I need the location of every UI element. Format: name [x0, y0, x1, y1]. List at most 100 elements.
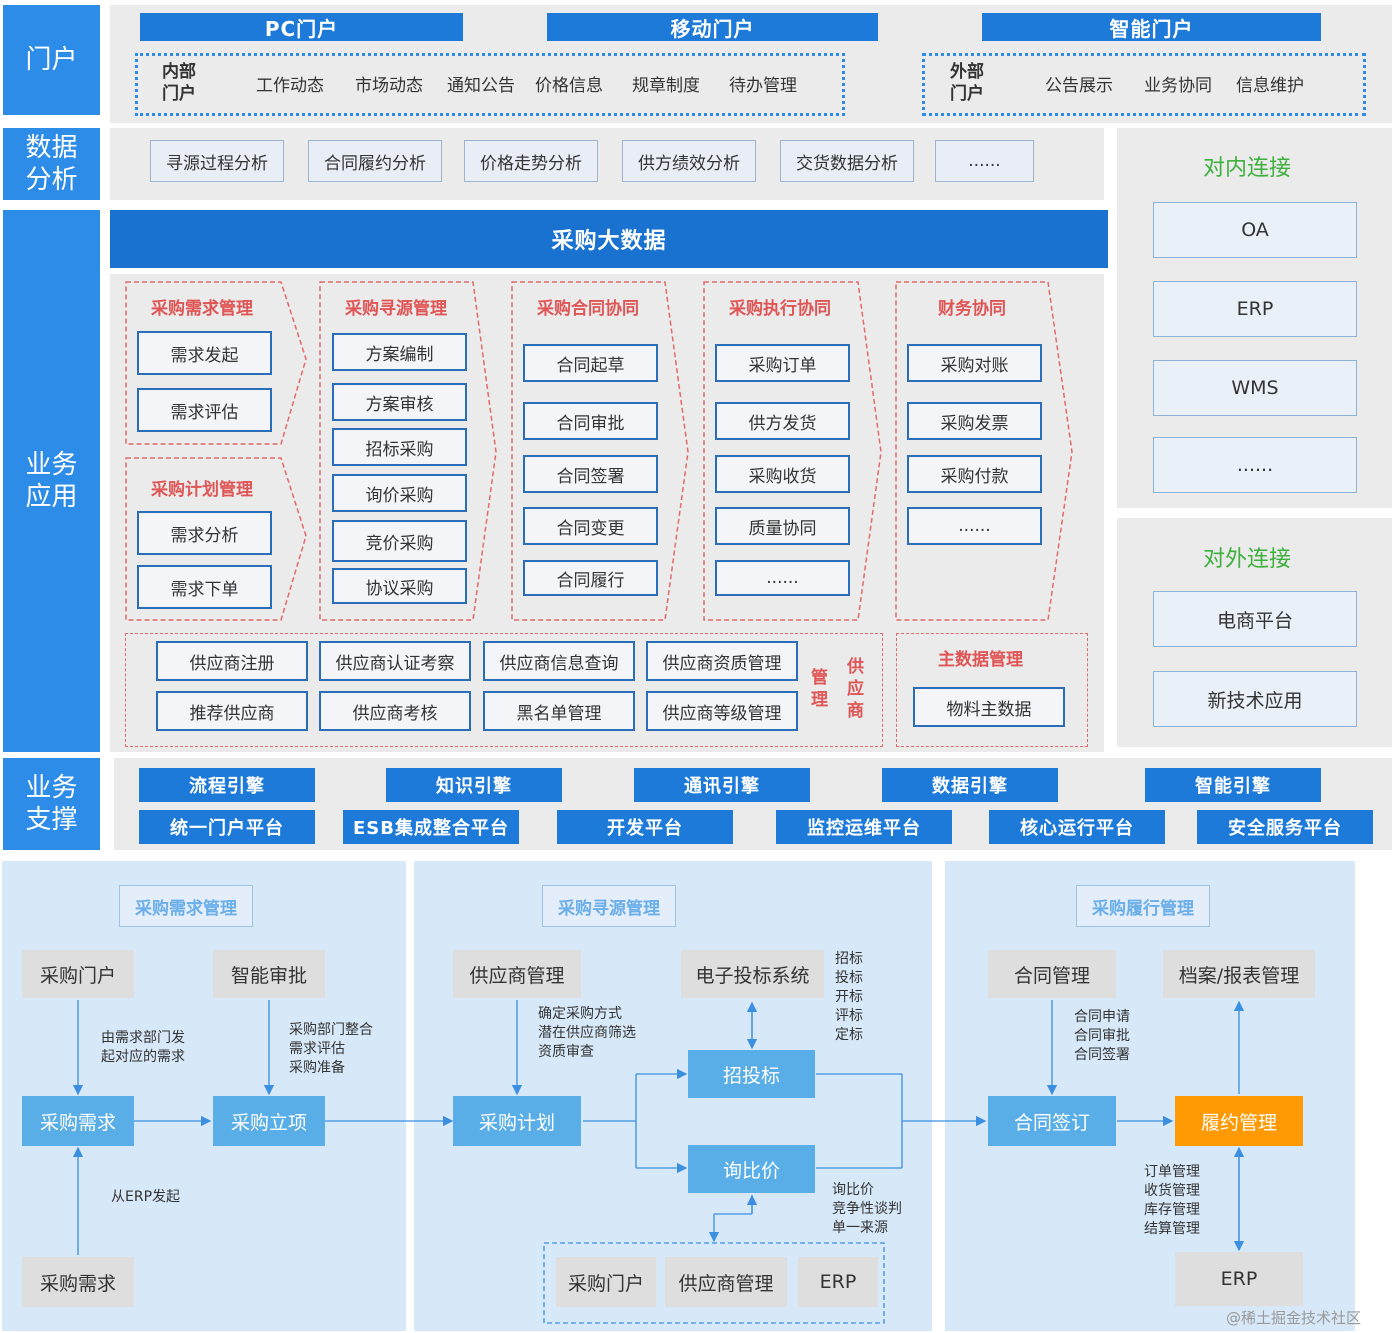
portal-item: 通知公告 — [447, 76, 515, 96]
flow-node-contract: 合同管理 — [988, 950, 1116, 998]
platform-bar: 开发平台 — [557, 810, 733, 844]
platform-bar: ESB集成整合平台 — [343, 810, 519, 844]
flow-title: 采购需求管理 — [119, 885, 253, 927]
item-box: 方案审核 — [332, 383, 467, 421]
flow-node-inquiry: 询比价 — [688, 1145, 815, 1193]
flow-note: 订单管理 收货管理 库存管理 结算管理 — [1144, 1164, 1200, 1237]
item-box: 协议采购 — [332, 568, 467, 604]
item-box: 采购发票 — [907, 402, 1042, 440]
item-box: 需求分析 — [137, 511, 272, 555]
portal-item: 信息维护 — [1236, 76, 1304, 96]
portal-item: 业务协同 — [1144, 76, 1212, 96]
item-box: 需求发起 — [137, 331, 272, 375]
supplier-mgmt-box — [125, 633, 883, 747]
analysis-item: 寻源过程分析 — [150, 140, 284, 182]
flow-note: 确定采购方式 潜在供应商筛选 资质审查 — [538, 1006, 636, 1060]
platform-bar: 统一门户平台 — [139, 810, 315, 844]
supplier-item: 黑名单管理 — [483, 691, 635, 731]
conn-item: 新技术应用 — [1153, 671, 1357, 727]
master-data-title: 主数据管理 — [938, 650, 1023, 670]
flow-note: 招标 投标 开标 评标 定标 — [835, 951, 863, 1043]
group-title-execution: 采购执行协同 — [729, 299, 831, 319]
flow-note: 采购部门整合 需求评估 采购准备 — [289, 1022, 373, 1076]
item-box: 方案编制 — [332, 333, 467, 371]
portal-item: 工作动态 — [256, 76, 324, 96]
supplier-label-a: 供 应 商 — [847, 657, 864, 721]
item-box: 质量协同 — [715, 507, 850, 545]
platform-bar: 监控运维平台 — [776, 810, 952, 844]
group-chevrons — [125, 281, 1073, 621]
item-box: 供方发货 — [715, 402, 850, 440]
flow-note: 由需求部门发 起对应的需求 — [101, 1030, 185, 1065]
flow-node-approve: 智能审批 — [213, 950, 325, 998]
flow-node-sign: 合同签订 — [988, 1096, 1116, 1146]
item-box: 采购订单 — [715, 344, 850, 382]
side-biz-support: 业务 支撑 — [3, 758, 100, 850]
group-title-plan: 采购计划管理 — [151, 480, 253, 500]
side-portal: 门户 — [3, 5, 100, 115]
conn-item: ...... — [1153, 437, 1357, 493]
external-portal-box — [922, 53, 1366, 116]
conn-item: ERP — [1153, 281, 1357, 337]
item-box: 合同审批 — [523, 402, 658, 440]
flow-title: 采购寻源管理 — [542, 885, 676, 927]
item-box: 合同变更 — [523, 507, 658, 545]
pc-portal-bar: PC门户 — [140, 13, 463, 41]
bigdata-bar: 采购大数据 — [110, 210, 1108, 268]
flow-node-supplier-mgmt2: 供应商管理 — [665, 1257, 787, 1307]
watermark: @稀土掘金技术社区 — [1226, 1309, 1362, 1327]
external-conn-title: 对外连接 — [1203, 547, 1292, 572]
supplier-label-b: 管 理 — [811, 668, 828, 710]
item-box: ...... — [907, 507, 1042, 545]
master-data-box — [896, 633, 1088, 747]
analysis-item: 供方绩效分析 — [622, 140, 756, 182]
analysis-item: 价格走势分析 — [464, 140, 598, 182]
flow-node-bid: 招投标 — [688, 1050, 815, 1098]
flow-title: 采购履行管理 — [1076, 885, 1210, 927]
group-title-demand: 采购需求管理 — [151, 299, 253, 319]
internal-portal-label: 内部 门户 — [162, 62, 196, 104]
flow-node-archive: 档案/报表管理 — [1163, 950, 1315, 998]
supplier-item: 供应商认证考察 — [319, 641, 471, 681]
supplier-item: 供应商信息查询 — [483, 641, 635, 681]
engine-bar: 数据引擎 — [882, 768, 1058, 802]
conn-item: 电商平台 — [1153, 591, 1357, 647]
supplier-item: 供应商等级管理 — [646, 691, 798, 731]
platform-bar: 核心运行平台 — [989, 810, 1165, 844]
flow-node-supplier-mgmt: 供应商管理 — [453, 950, 581, 998]
flow-node-need-erp: 采购需求 — [22, 1257, 134, 1307]
analysis-item: ...... — [935, 140, 1034, 182]
supplier-item: 供应商考核 — [319, 691, 471, 731]
item-box: 竞价采购 — [332, 520, 467, 562]
item-box: 采购对账 — [907, 344, 1042, 382]
conn-item: WMS — [1153, 360, 1357, 416]
group-title-contract: 采购合同协同 — [537, 299, 639, 319]
flow-node-erp3: ERP — [1175, 1252, 1303, 1306]
mobile-portal-bar: 移动门户 — [547, 13, 878, 41]
supplier-item: 供应商注册 — [156, 641, 308, 681]
portal-item: 规章制度 — [632, 76, 700, 96]
item-box: 需求下单 — [137, 565, 272, 609]
flow-note: 合同申请 合同审批 合同签署 — [1074, 1009, 1130, 1063]
side-analysis: 数据 分析 — [3, 128, 100, 200]
flow-node-need: 采购需求 — [22, 1096, 134, 1146]
portal-item: 公告展示 — [1045, 76, 1113, 96]
analysis-item: 合同履约分析 — [308, 140, 442, 182]
flow-node-project: 采购立项 — [213, 1096, 325, 1146]
flow-node-perform: 履约管理 — [1175, 1096, 1303, 1146]
internal-conn-title: 对内连接 — [1203, 156, 1292, 181]
external-portal-label: 外部 门户 — [950, 62, 984, 104]
engine-bar: 通讯引擎 — [634, 768, 810, 802]
item-box: 合同起草 — [523, 344, 658, 382]
item-box: 采购付款 — [907, 455, 1042, 493]
flow-node-portal2: 采购门户 — [556, 1257, 656, 1307]
item-box: ...... — [715, 560, 850, 596]
portal-item: 市场动态 — [355, 76, 423, 96]
group-title-finance: 财务协同 — [938, 299, 1006, 319]
engine-bar: 知识引擎 — [386, 768, 562, 802]
item-box: 需求评估 — [137, 388, 272, 432]
group-title-sourcing: 采购寻源管理 — [345, 299, 447, 319]
flow-node-erp: ERP — [798, 1257, 878, 1307]
flow-node-plan: 采购计划 — [453, 1096, 581, 1146]
